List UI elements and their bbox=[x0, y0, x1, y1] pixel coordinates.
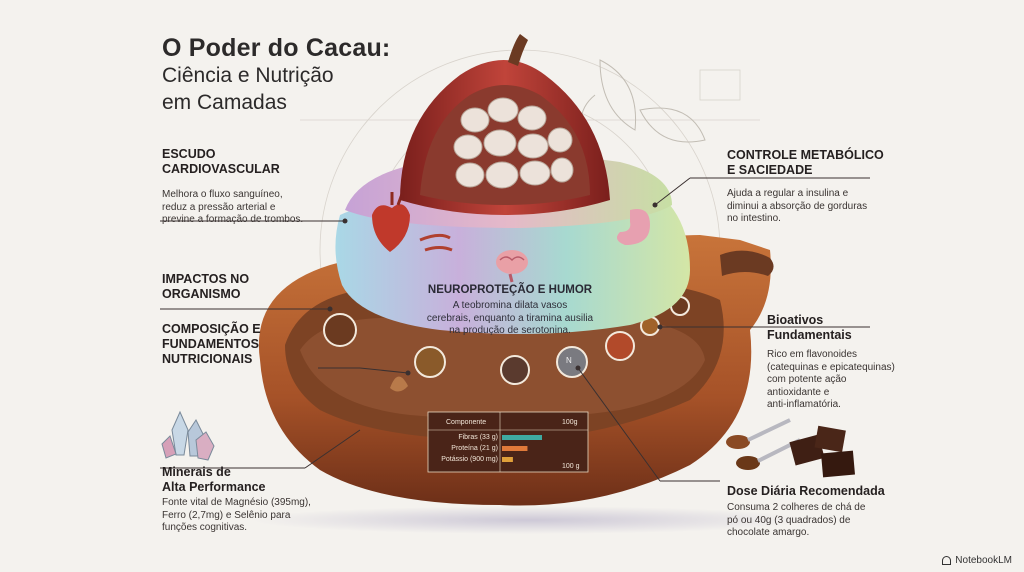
label-minerais: Minerais de Alta Performance Fonte vital… bbox=[162, 465, 352, 535]
minerais-description: Fonte vital de Magnésio (395mg), Ferro (… bbox=[162, 497, 311, 533]
bioativos-description: Rico em flavonoides (catequinas e epicat… bbox=[767, 349, 895, 410]
leader-lines bbox=[160, 177, 870, 482]
dose-heading: Dose Diária Recomendada bbox=[727, 484, 885, 498]
neuro-description: A teobromina dilata vasos cerebrais, enq… bbox=[426, 300, 594, 336]
pod-stem-right bbox=[720, 250, 774, 276]
bead-label: N bbox=[566, 356, 572, 365]
cacao-beans bbox=[453, 97, 574, 189]
table-row-label: Proteína (21 g) bbox=[451, 445, 498, 452]
neuro-heading: NEUROPROTEÇÃO E HUMOR bbox=[427, 284, 593, 296]
label-bioativos: Bioativos Fundamentais Rico em flavonoid… bbox=[767, 313, 927, 412]
label-composicao-nutricional: COMPOSIÇÃO E FUNDAMENTOS NUTRICIONAIS bbox=[162, 322, 261, 366]
notebooklm-logo-icon bbox=[942, 556, 952, 565]
notebooklm-brand: NotebookLM bbox=[942, 555, 1012, 566]
chocolate-icon bbox=[789, 425, 855, 478]
leaves-decoration bbox=[580, 59, 706, 151]
table-row-label: Fibras (33 g) bbox=[458, 434, 498, 441]
stomach-icon bbox=[616, 209, 650, 245]
vessel-icon bbox=[419, 233, 453, 252]
bar-potassio bbox=[502, 457, 513, 462]
escudo-description: Melhora o fluxo sanguíneo, reduz a press… bbox=[162, 189, 304, 225]
controle-heading: CONTROLE METABÓLICO E SACIEDADE bbox=[727, 148, 884, 177]
controle-description: Ajuda a regular a insulina e diminui a a… bbox=[727, 188, 868, 224]
page-title: O Poder do Cacau: bbox=[162, 34, 391, 62]
label-impactos-organismo: IMPACTOS NO ORGANISMO bbox=[162, 272, 250, 301]
leaf-icon bbox=[390, 376, 408, 392]
pod-stem-top bbox=[508, 34, 528, 66]
table-footer: 100 g bbox=[562, 463, 580, 470]
label-escudo-cardiovascular: ESCUDO CARDIOVASCULAR Melhora o fluxo sa… bbox=[162, 147, 342, 227]
table-row-label: Potássio (900 mg) bbox=[441, 456, 498, 463]
table-unit-header: 100g bbox=[562, 419, 578, 426]
escudo-heading: ESCUDO CARDIOVASCULAR bbox=[162, 147, 280, 176]
bar-proteina bbox=[502, 446, 528, 451]
label-dose-diaria: Dose Diária Recomendada Consuma 2 colher… bbox=[727, 484, 927, 540]
label-controle-metabolico: CONTROLE METABÓLICO E SACIEDADE Ajuda a … bbox=[727, 148, 907, 226]
crystal-icon bbox=[161, 410, 215, 461]
page-subtitle: Ciência e Nutrição em Camadas bbox=[162, 64, 334, 114]
table-col-header: Componente bbox=[446, 419, 487, 426]
bar-fibras bbox=[502, 435, 542, 440]
minerais-heading: Minerais de Alta Performance bbox=[162, 465, 266, 494]
nutrition-table bbox=[427, 411, 589, 473]
brain-icon bbox=[496, 250, 528, 283]
bioativos-heading: Bioativos Fundamentais bbox=[767, 313, 852, 342]
label-neuroprotecao: NEUROPROTEÇÃO E HUMOR A teobromina dilat… bbox=[400, 284, 620, 338]
shadow bbox=[250, 506, 810, 534]
spoon-icon bbox=[726, 418, 801, 470]
brand-label: NotebookLM bbox=[955, 555, 1012, 566]
dose-description: Consuma 2 colheres de chá de pó ou 40g (… bbox=[727, 502, 866, 538]
